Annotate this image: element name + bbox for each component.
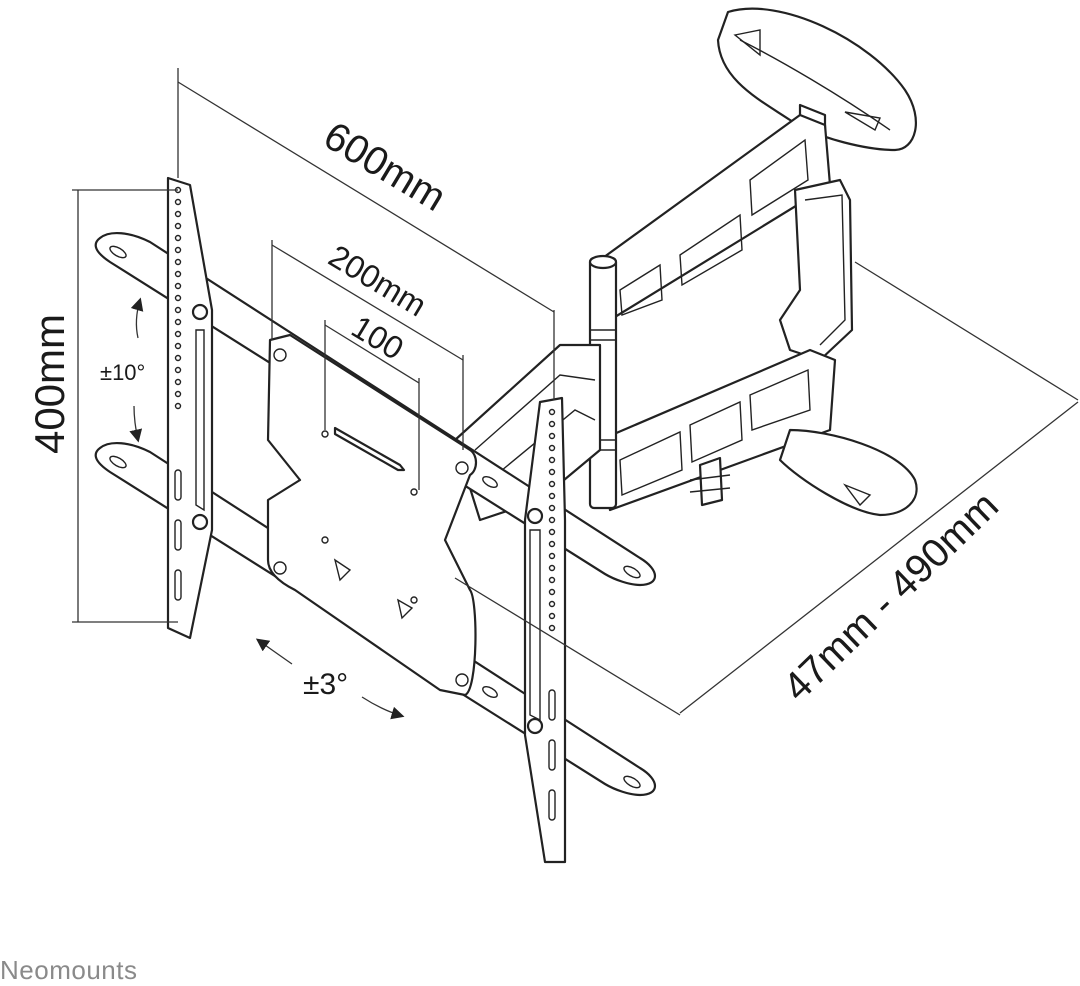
label-400mm: 400mm	[26, 314, 73, 454]
vesa-plate	[266, 333, 478, 697]
tilt-arrows	[129, 297, 144, 443]
lower-arm	[598, 348, 918, 517]
left-arm-holes	[174, 186, 182, 601]
right-vertical-arm	[523, 396, 567, 864]
brand-logo-text: Neomounts	[0, 955, 138, 985]
label-swivel: ±3°	[303, 668, 348, 701]
left-vertical-arm	[166, 176, 214, 640]
swivel-arrows	[255, 638, 405, 720]
label-depth: 47mm - 490mm	[775, 484, 1007, 710]
dimension-lines	[72, 68, 1079, 716]
right-arm-holes	[548, 408, 556, 821]
label-200mm: 200mm	[323, 238, 433, 324]
label-600mm: 600mm	[316, 114, 453, 220]
label-100: 100	[346, 308, 410, 366]
label-tilt: ±10°	[100, 360, 145, 385]
